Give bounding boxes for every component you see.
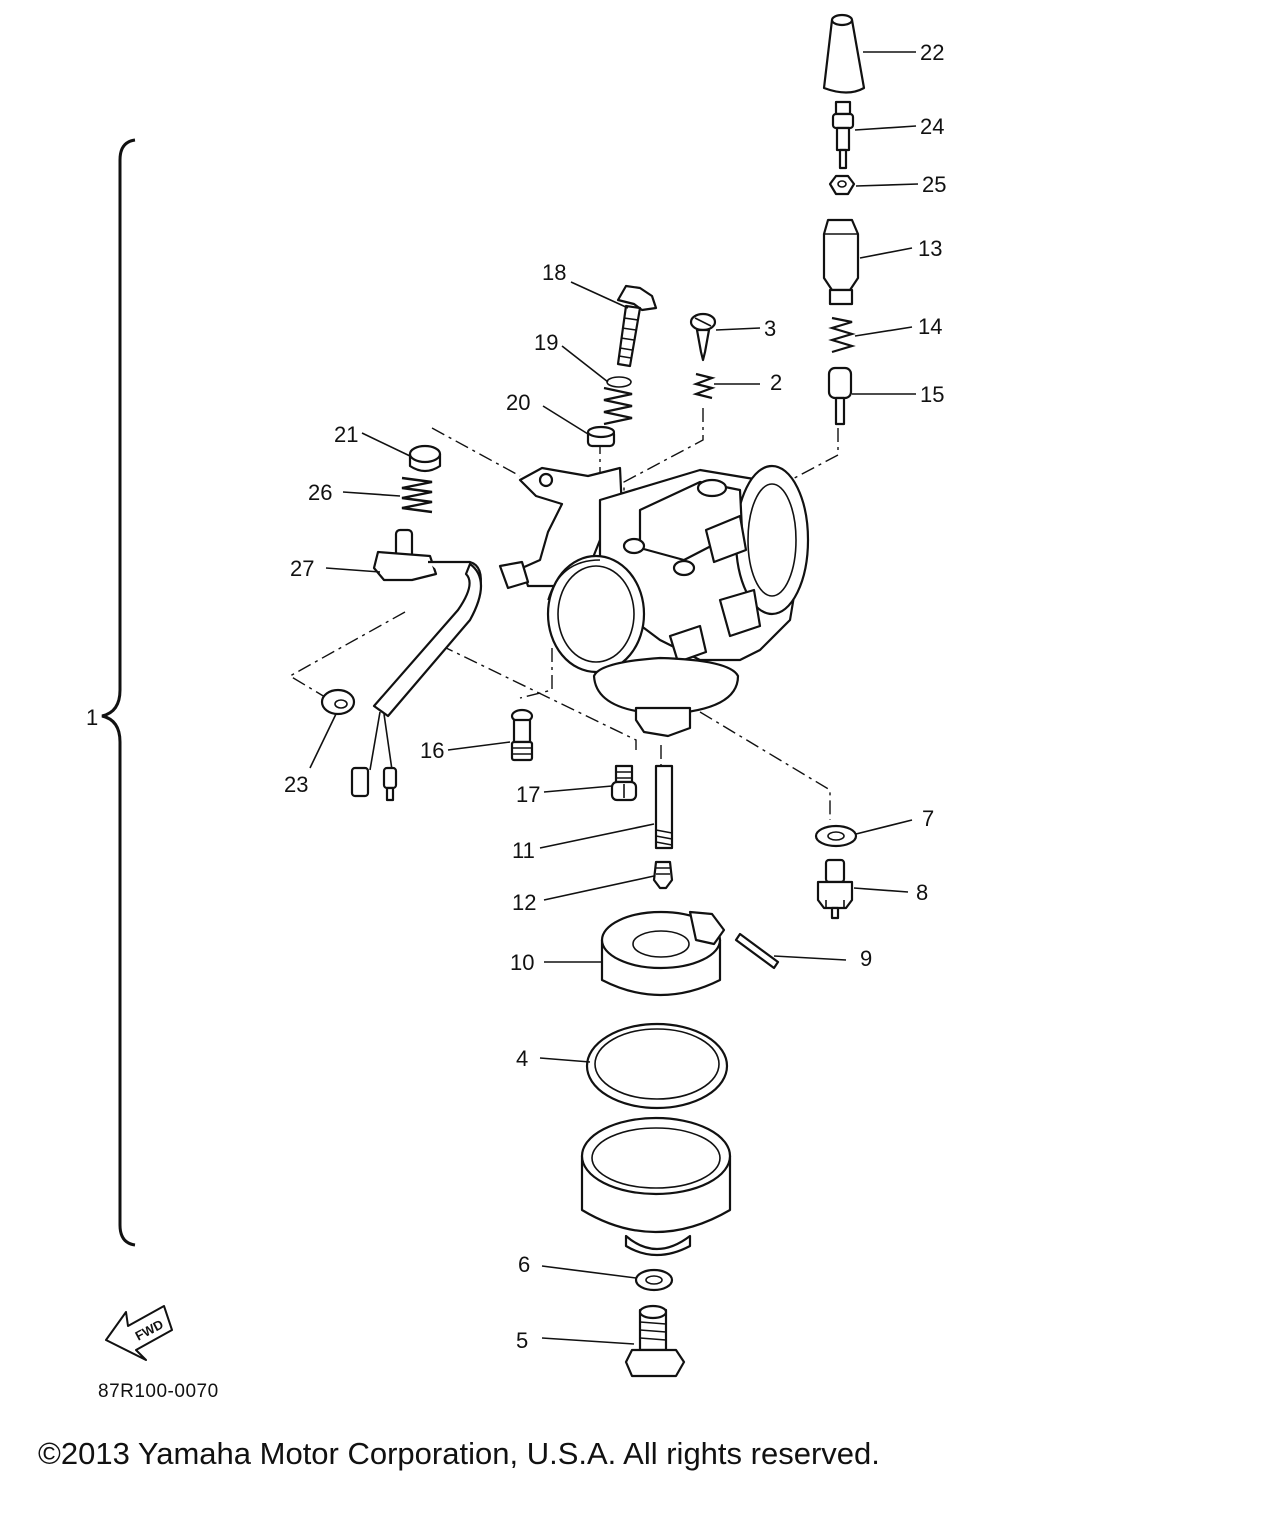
callout-8: 8 <box>916 880 928 905</box>
callout-3: 3 <box>764 316 776 341</box>
part-17-screw <box>610 764 638 802</box>
part-7-washer <box>814 824 858 848</box>
callout-10: 10 <box>510 950 534 975</box>
part-22-starter-cap <box>822 13 866 94</box>
part-8-needle-valve <box>816 858 854 920</box>
callout-13: 13 <box>918 236 942 261</box>
diagram-code: 87R100-0070 <box>98 1381 219 1402</box>
callout-27: 27 <box>290 556 314 581</box>
part-9-float-pin <box>734 932 780 970</box>
part-26-spring <box>401 476 433 514</box>
callout-6: 6 <box>518 1252 530 1277</box>
callout-numbers: 22 24 25 13 14 15 3 2 18 19 20 21 26 27 … <box>284 40 946 1353</box>
part-6-washer <box>634 1268 674 1292</box>
callout-19: 19 <box>534 330 558 355</box>
leader-lines <box>309 51 919 1345</box>
callout-2: 2 <box>770 370 782 395</box>
callout-5: 5 <box>516 1328 528 1353</box>
callout-9: 9 <box>860 946 872 971</box>
callout-23: 23 <box>284 772 308 797</box>
part-11-needle-jet <box>654 764 674 850</box>
callout-24: 24 <box>920 114 944 139</box>
part-2-spring <box>692 372 716 400</box>
callout-1: 1 <box>86 705 98 730</box>
callout-26: 26 <box>308 480 332 505</box>
part-24-nipple <box>831 100 855 170</box>
part-5-drain-plug <box>624 1304 686 1378</box>
assembly-bracket <box>101 138 136 1247</box>
callout-18: 18 <box>542 260 566 285</box>
callout-7: 7 <box>922 806 934 831</box>
callout-25: 25 <box>922 172 946 197</box>
callout-21: 21 <box>334 422 358 447</box>
part-20-collar <box>586 425 616 448</box>
part-25-nut <box>828 174 856 196</box>
callout-17: 17 <box>516 782 540 807</box>
callout-12: 12 <box>512 890 536 915</box>
part-21-cap <box>408 444 442 473</box>
part-13-plunger-body <box>822 218 860 306</box>
carburetor-body <box>498 464 810 738</box>
fwd-arrow-icon: FWD <box>105 1305 173 1361</box>
alignment-lines <box>288 408 839 820</box>
part-19-spring <box>603 376 633 426</box>
part-15-starter-plunger <box>827 366 853 426</box>
callout-14: 14 <box>918 314 942 339</box>
part-27-throttle-sensor <box>350 528 482 802</box>
part-16-pilot-jet <box>510 708 534 762</box>
part-3-screw <box>689 312 717 362</box>
part-12-main-jet <box>652 860 674 890</box>
callout-22: 22 <box>920 40 944 65</box>
copyright-notice: ©2013 Yamaha Motor Corporation, U.S.A. A… <box>38 1436 880 1471</box>
callout-4: 4 <box>516 1046 528 1071</box>
part-14-spring <box>828 316 856 354</box>
callout-16: 16 <box>420 738 444 763</box>
part-4-gasket <box>585 1022 729 1110</box>
part-10-float <box>600 910 726 997</box>
float-bowl <box>580 1116 732 1256</box>
callout-11: 11 <box>512 838 535 863</box>
callout-15: 15 <box>920 382 944 407</box>
callout-20: 20 <box>506 390 530 415</box>
part-18-throttle-stop-screw <box>616 284 658 368</box>
part-23-washer <box>320 688 356 716</box>
